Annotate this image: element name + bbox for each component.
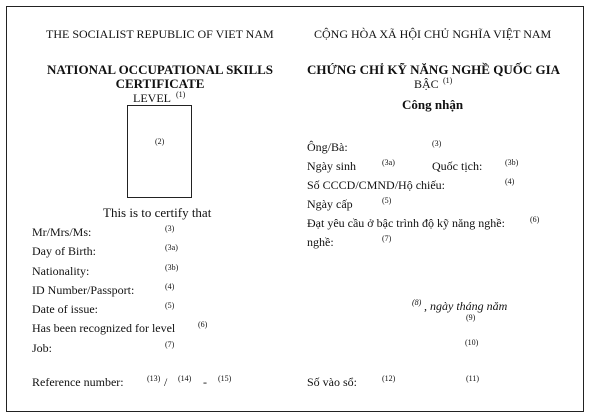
ref-dash: - [203, 375, 207, 389]
field-id-label: ID Number/Passport: [32, 283, 135, 297]
photo-mark: (2) [155, 137, 165, 146]
mark-9: (9) [466, 313, 476, 322]
right-job-label: nghề: [307, 235, 334, 249]
right-title: CHỨNG CHỈ KỸ NĂNG NGHỀ QUỐC GIA [307, 62, 561, 77]
field-level-mark: (6) [198, 320, 208, 329]
certify-text: This is to certify that [103, 205, 212, 220]
mark-10: (10) [465, 338, 479, 347]
right-level-req-mark: (6) [530, 215, 540, 224]
field-nationality-label: Nationality: [32, 264, 90, 278]
right-level-label: BẬC [414, 77, 439, 91]
right-issue-label: Ngày cấp [307, 197, 353, 211]
ref-mark-15: (15) [218, 374, 232, 383]
ref-slash: / [164, 375, 168, 389]
field-nationality-mark: (3b) [165, 263, 179, 272]
field-job-label: Job: [32, 341, 53, 355]
right-dob-label: Ngày sinh [307, 159, 356, 173]
right-country: CỘNG HÒA XÃ HỘI CHỦ NGHĨA VIỆT NAM [314, 27, 552, 41]
right-job-mark: (7) [382, 234, 392, 243]
field-id-mark: (4) [165, 282, 175, 291]
left-country: THE SOCIALIST REPUBLIC OF VIET NAM [46, 27, 274, 41]
right-name-label: Ông/Bà: [307, 140, 348, 154]
date-line: , ngày tháng năm [424, 299, 508, 313]
left-level-label: LEVEL [133, 91, 171, 105]
register-mark: (12) [382, 374, 396, 383]
right-level-req-label: Đạt yêu cầu ở bậc trình độ kỹ năng nghề: [307, 216, 505, 230]
left-title-line1: NATIONAL OCCUPATIONAL SKILLS [46, 62, 274, 77]
right-issue-mark: (5) [382, 196, 392, 205]
right-nationality-mark: (3b) [505, 158, 519, 167]
certificate-frame [6, 6, 584, 412]
field-job-mark: (7) [165, 340, 175, 349]
field-issue-label: Date of issue: [32, 302, 98, 316]
left-level-mark: (1) [176, 90, 186, 99]
right-dob-mark: (3a) [382, 158, 395, 167]
left-title-line2: CERTIFICATE [115, 76, 205, 91]
ref-mark-13: (13) [147, 374, 161, 383]
recognized-text: Công nhận [402, 97, 464, 112]
field-dob-label: Day of Birth: [32, 244, 96, 258]
mark-11: (11) [466, 374, 480, 383]
right-name-mark: (3) [432, 139, 442, 148]
ref-mark-14: (14) [178, 374, 192, 383]
right-id-mark: (4) [505, 177, 515, 186]
right-level-mark: (1) [443, 76, 453, 85]
field-name-label: Mr/Mrs/Ms: [32, 225, 92, 239]
photo-box [127, 105, 192, 198]
field-level-label: Has been recognized for level [32, 321, 176, 335]
reference-label: Reference number: [32, 375, 124, 389]
register-label: Số vào sổ: [307, 375, 358, 389]
field-dob-mark: (3a) [165, 243, 178, 252]
date-mark-8: (8) [412, 298, 422, 307]
field-name-mark: (3) [165, 224, 175, 233]
field-issue-mark: (5) [165, 301, 175, 310]
right-nationality-label: Quốc tịch: [432, 159, 483, 173]
right-id-label: Số CCCD/CMND/Hộ chiếu: [307, 178, 446, 192]
